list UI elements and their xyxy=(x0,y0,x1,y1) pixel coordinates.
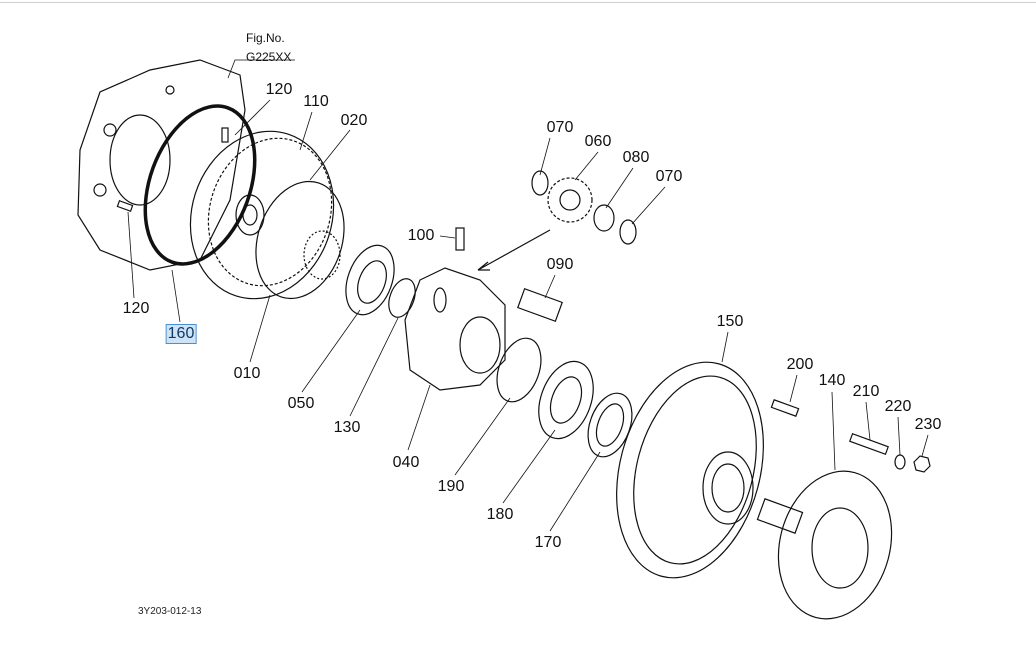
callout-210[interactable]: 210 xyxy=(852,383,880,400)
pin-100[interactable] xyxy=(455,227,465,251)
callout-120[interactable]: 120 xyxy=(265,81,293,98)
callout-070[interactable]: 070 xyxy=(655,168,683,185)
gear-case-040[interactable] xyxy=(404,267,506,391)
callout-190[interactable]: 190 xyxy=(437,478,465,495)
callout-120[interactable]: 120 xyxy=(122,300,150,317)
axle-housing-150[interactable] xyxy=(594,346,786,595)
bolt-200[interactable] xyxy=(770,399,800,417)
callout-060[interactable]: 060 xyxy=(584,133,612,150)
snap-ring-190[interactable] xyxy=(489,332,549,408)
nut-230[interactable] xyxy=(913,455,931,473)
callout-230[interactable]: 230 xyxy=(914,416,942,433)
washer-070b[interactable] xyxy=(619,219,637,245)
pin-120-top[interactable] xyxy=(221,127,229,143)
callout-130[interactable]: 130 xyxy=(333,419,361,436)
callout-170[interactable]: 170 xyxy=(534,534,562,551)
callout-070[interactable]: 070 xyxy=(546,119,574,136)
callout-090[interactable]: 090 xyxy=(546,256,574,273)
callout-080[interactable]: 080 xyxy=(622,149,650,166)
oil-seal-170[interactable] xyxy=(580,387,640,463)
top-divider xyxy=(0,2,1036,3)
callout-180[interactable]: 180 xyxy=(486,506,514,523)
callout-020[interactable]: 020 xyxy=(340,112,368,129)
callout-200[interactable]: 200 xyxy=(786,356,814,373)
assembly-arrow xyxy=(477,229,551,271)
stud-210[interactable] xyxy=(849,432,889,456)
callout-100[interactable]: 100 xyxy=(407,227,435,244)
fig-label: Fig.No. xyxy=(246,31,285,45)
snap-ring-130[interactable] xyxy=(384,275,420,321)
needle-bearing-080[interactable] xyxy=(593,204,615,232)
leader-lines xyxy=(127,59,929,532)
ring-gear-110[interactable] xyxy=(169,113,355,318)
callout-050[interactable]: 050 xyxy=(287,395,315,412)
callout-150[interactable]: 150 xyxy=(716,313,744,330)
fig-number: G225XX xyxy=(246,50,292,64)
figure-number-label: Fig.No. G225XX xyxy=(246,29,291,67)
washer-070a[interactable] xyxy=(531,170,549,196)
planet-carrier-010[interactable] xyxy=(242,170,359,310)
callout-140[interactable]: 140 xyxy=(818,372,846,389)
axle-flange-140[interactable] xyxy=(756,458,907,631)
gear-060[interactable] xyxy=(547,177,593,223)
callout-110[interactable]: 110 xyxy=(303,93,329,110)
bearing-050[interactable] xyxy=(337,239,403,322)
bearing-180[interactable] xyxy=(529,354,603,446)
transmission-housing xyxy=(77,59,246,271)
washer-220[interactable] xyxy=(894,454,906,470)
callout-160-selected[interactable]: 160 xyxy=(165,324,197,344)
callout-010[interactable]: 010 xyxy=(233,365,261,382)
o-ring-160[interactable] xyxy=(125,91,275,279)
shaft-090[interactable] xyxy=(517,287,563,323)
callout-220[interactable]: 220 xyxy=(884,398,912,415)
callout-040[interactable]: 040 xyxy=(392,454,420,471)
pin-120[interactable] xyxy=(116,200,134,212)
drawing-code: 3Y203-012-13 xyxy=(138,606,202,617)
